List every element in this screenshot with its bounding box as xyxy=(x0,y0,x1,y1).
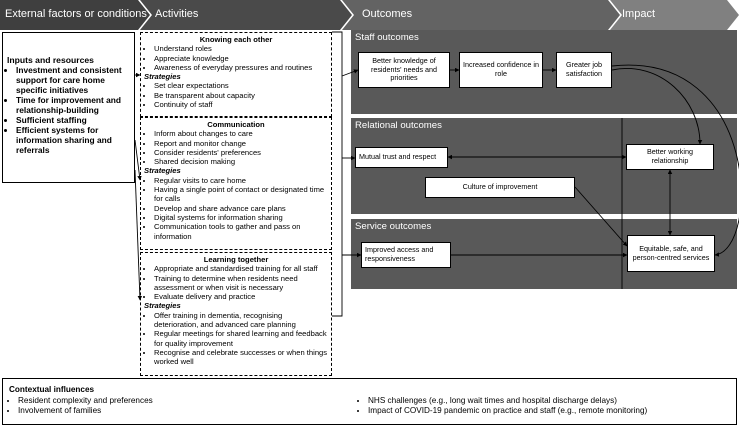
strategies-label: Strategies xyxy=(144,301,181,311)
stage-outcomes-label: Outcomes xyxy=(362,8,413,20)
activity-knowing-box: Knowing each other Understand roles Appr… xyxy=(140,32,332,117)
activity-communication-box: Communication Inform about changes to ca… xyxy=(140,117,332,250)
arrow-satisfaction-to-working-relationship xyxy=(611,68,703,145)
strategy-item: Having a single point of contact or desi… xyxy=(154,185,328,204)
contextual-influences-box: Contextual influences Resident complexit… xyxy=(2,378,737,425)
activity-learning-title: Learning together xyxy=(203,255,269,264)
node-mutual-trust: Mutual trust and respect xyxy=(355,147,448,168)
stage-external-label: External factors or conditions xyxy=(5,8,147,20)
arrow-satisfaction-to-equitable xyxy=(611,64,739,257)
strategy-item: Offer training in dementia, recognising … xyxy=(154,311,328,330)
node-culture-improvement: Culture of improvement xyxy=(425,177,575,198)
strategy-item: Set clear expectations xyxy=(154,81,328,90)
inputs-item: Sufficient staffing xyxy=(16,115,131,125)
node-equitable-services: Equitable, safe, and person-centred serv… xyxy=(627,235,715,272)
activity-item: Training to determine when residents nee… xyxy=(154,274,328,293)
arrow-to-staff-outcomes xyxy=(341,69,359,77)
stage-chevron-impact xyxy=(610,0,739,30)
stage-chevron-external xyxy=(0,0,150,30)
inputs-item: Time for improvement and relationship-bu… xyxy=(16,95,131,115)
stage-activities-label: Activities xyxy=(155,8,199,20)
context-list-left: Resident complexity and preferences Invo… xyxy=(9,396,153,417)
arrow-inputs-to-communication xyxy=(134,139,142,181)
activity-item: Inform about changes to care xyxy=(154,129,328,138)
inputs-item: Investment and consistent support for ca… xyxy=(16,65,131,95)
relational-outcomes-title: Relational outcomes xyxy=(355,120,442,131)
node-better-working-relationship: Better working relationship xyxy=(626,144,714,170)
strategy-item: Regular meetings for shared learning and… xyxy=(154,329,328,348)
context-list-right: NHS challenges (e.g., long wait times an… xyxy=(359,396,647,417)
context-item: Impact of COVID-19 pandemic on practice … xyxy=(368,406,647,416)
arrow-culture-to-equitable xyxy=(574,186,628,247)
strategy-item: Regular visits to care home xyxy=(154,176,328,185)
context-item: NHS challenges (e.g., long wait times an… xyxy=(368,396,647,406)
activity-item: Appropriate and standardised training fo… xyxy=(154,264,328,273)
strategies-label: Strategies xyxy=(144,72,181,82)
inputs-list: Investment and consistent support for ca… xyxy=(7,65,131,155)
activity-item: Evaluate delivery and practice xyxy=(154,292,328,301)
arrow-inputs-to-learning xyxy=(134,169,143,301)
strategy-item: Continuity of staff xyxy=(154,100,328,109)
activity-item: Appreciate knowledge xyxy=(154,54,328,63)
node-better-knowledge: Better knowledge of residents' needs and… xyxy=(358,52,450,88)
node-improved-access: Improved access and responsiveness xyxy=(361,242,451,268)
context-item: Resident complexity and preferences xyxy=(18,396,153,406)
activity-item: Awareness of everyday pressures and rout… xyxy=(154,63,328,72)
stage-header-bar xyxy=(0,0,739,30)
activity-communication-title: Communication xyxy=(207,120,265,129)
inputs-heading: Inputs and resources xyxy=(7,55,94,65)
node-increased-confidence: Increased confidence in role xyxy=(459,52,543,88)
node-job-satisfaction: Greater job satisfaction xyxy=(556,52,612,88)
strategy-item: Recognise and celebrate successes or whe… xyxy=(154,348,328,367)
inputs-resources-box: Inputs and resources Investment and cons… xyxy=(2,32,135,183)
bracket-activities xyxy=(332,31,343,317)
context-item: Involvement of families xyxy=(18,406,153,416)
strategies-label: Strategies xyxy=(144,166,181,176)
activity-item: Shared decision making xyxy=(154,157,328,166)
activity-learning-box: Learning together Appropriate and standa… xyxy=(140,252,332,376)
strategy-item: Digital systems for information sharing xyxy=(154,213,328,222)
staff-outcomes-title: Staff outcomes xyxy=(355,32,419,43)
staff-outcomes-panel: Staff outcomes xyxy=(351,30,737,114)
activity-knowing-title: Knowing each other xyxy=(199,35,273,44)
strategy-item: Develop and share advance care plans xyxy=(154,204,328,213)
stage-chevron-activities xyxy=(140,0,352,30)
stage-chevron-outcomes xyxy=(342,0,620,30)
activity-item: Report and monitor change xyxy=(154,139,328,148)
strategy-item: Be transparent about capacity xyxy=(154,91,328,100)
activity-item: Understand roles xyxy=(154,44,328,53)
stage-impact-label: Impact xyxy=(622,8,656,20)
context-heading: Contextual influences xyxy=(9,385,95,394)
inputs-item: Efficient systems for information sharin… xyxy=(16,125,131,155)
strategy-item: Communication tools to gather and pass o… xyxy=(154,222,328,241)
service-outcomes-title: Service outcomes xyxy=(355,221,432,232)
activity-item: Consider residents' preferences xyxy=(154,148,328,157)
